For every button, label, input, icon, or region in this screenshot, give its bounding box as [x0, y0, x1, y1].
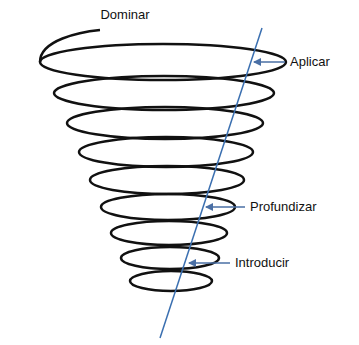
- spiral-tail: [40, 30, 100, 62]
- leader-arrow: [206, 206, 245, 208]
- spiral-coil: [67, 107, 263, 139]
- spiral-coil: [90, 166, 244, 194]
- leader-arrow: [189, 262, 230, 264]
- spiral-coil: [79, 137, 253, 167]
- leader-arrow: [254, 61, 285, 63]
- axis-line: [160, 28, 262, 338]
- spiral-coil: [130, 271, 212, 291]
- spiral-coil: [111, 221, 227, 245]
- spiral-coil: [40, 44, 286, 80]
- leader-arrows: [189, 62, 285, 263]
- stage-label: Introducir: [235, 255, 289, 271]
- spiral-coil: [121, 247, 219, 269]
- stage-label: Aplicar: [290, 54, 330, 70]
- title-label: Dominar: [100, 7, 149, 23]
- stage-label: Profundizar: [250, 199, 316, 215]
